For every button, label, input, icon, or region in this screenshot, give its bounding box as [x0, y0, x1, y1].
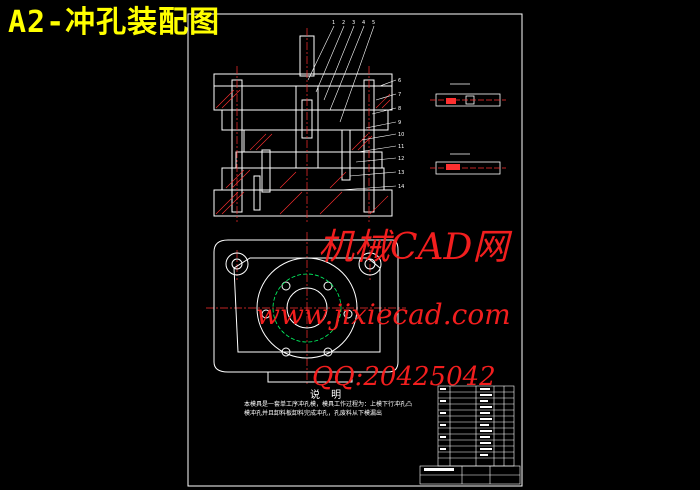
callout-3: 3	[352, 20, 355, 26]
drawing-frame	[187, 13, 523, 487]
top-view	[213, 239, 399, 383]
callout-4: 4	[362, 20, 365, 26]
callout-labels: 1 2 3 4 5 6 7 8 9 10 11 12 13 14	[332, 20, 404, 190]
notes-heading: 说 明	[310, 390, 346, 401]
callout-10: 10	[398, 132, 404, 138]
callout-11: 11	[398, 144, 404, 150]
callout-14: 14	[398, 184, 404, 190]
callout-1: 1	[332, 20, 335, 26]
detail-views	[430, 83, 506, 175]
drawing-title: A2-冲孔装配图	[8, 5, 221, 40]
notes-text: 本模具是一套单工序冲孔模，模具工作过程为：上模下行冲孔凸模冲孔并且卸料板卸料完成…	[244, 401, 413, 417]
watermark-site-name: 机械CAD网	[318, 227, 509, 268]
watermark-url: www.jixiecad.com	[256, 298, 511, 331]
callout-2: 2	[342, 20, 345, 26]
callout-12: 12	[398, 156, 404, 162]
parts-list-marks	[424, 388, 492, 471]
section-hatching	[215, 89, 391, 215]
callout-8: 8	[398, 106, 401, 112]
watermark-qq: QQ:20425042	[312, 362, 496, 392]
callout-6: 6	[398, 78, 401, 84]
callout-9: 9	[398, 120, 401, 126]
callout-7: 7	[398, 92, 401, 98]
callout-13: 13	[398, 170, 404, 176]
callout-5: 5	[372, 20, 375, 26]
hidden-circle	[272, 273, 342, 343]
front-section-view	[213, 35, 393, 217]
leader-lines	[307, 25, 397, 191]
parts-list-table	[419, 385, 521, 485]
center-lines	[206, 28, 406, 384]
